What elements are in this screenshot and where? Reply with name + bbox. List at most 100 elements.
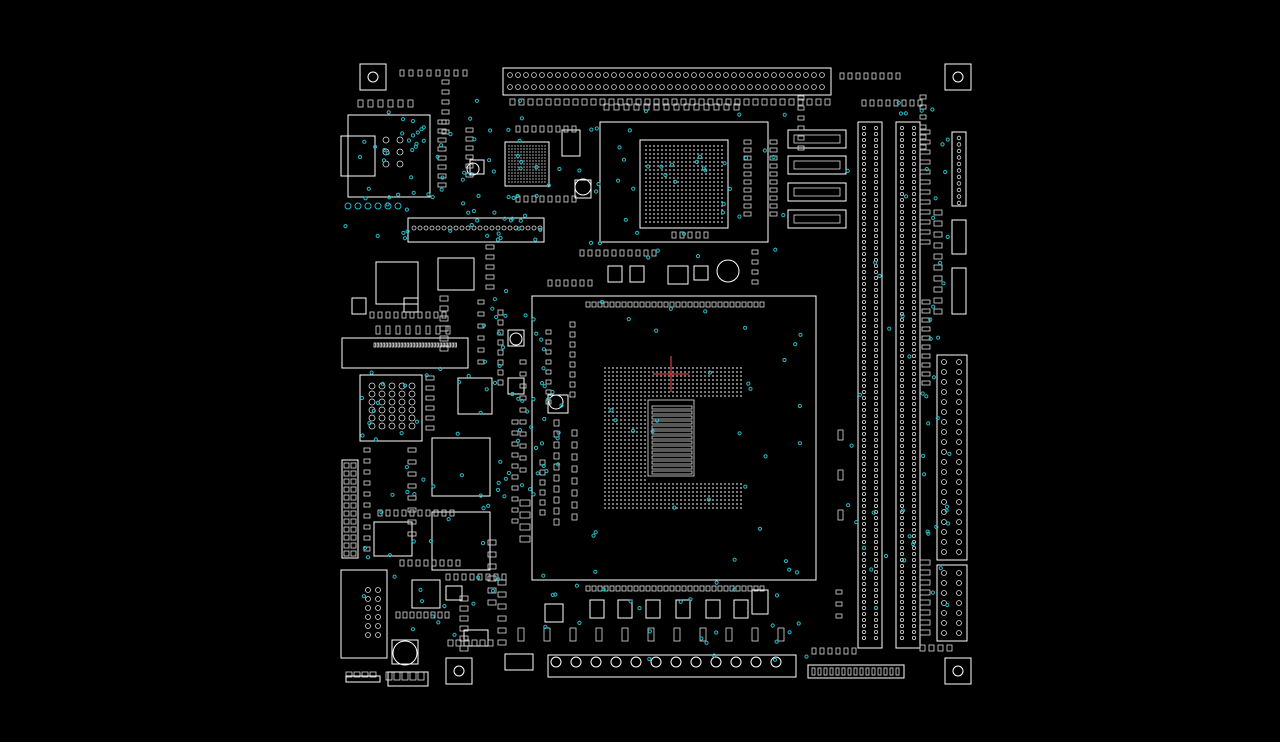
dimm-pin bbox=[862, 239, 867, 244]
socket-pin bbox=[624, 479, 626, 481]
bga-ball bbox=[673, 149, 675, 151]
socket-pin bbox=[604, 451, 606, 453]
bga-ball bbox=[649, 161, 651, 163]
dimm-pin bbox=[874, 185, 879, 190]
bga-ball bbox=[535, 157, 537, 159]
socket-pin bbox=[672, 391, 674, 393]
connector-pin bbox=[823, 667, 828, 676]
header-pin bbox=[627, 72, 633, 78]
ic-footprint bbox=[733, 599, 749, 619]
bga-ball bbox=[532, 145, 534, 147]
connector-pin bbox=[941, 630, 947, 636]
via-hole bbox=[457, 380, 462, 385]
socket-pin bbox=[692, 495, 694, 497]
bottom-expansion-header[interactable] bbox=[517, 627, 905, 679]
dimm-pin bbox=[900, 347, 905, 352]
socket-pin bbox=[632, 407, 634, 409]
socket-pin bbox=[612, 383, 614, 385]
bga-ball bbox=[689, 145, 691, 147]
connector-pin bbox=[877, 667, 882, 676]
socket-pin bbox=[616, 383, 618, 385]
socket-pin bbox=[736, 391, 738, 393]
via-hole bbox=[699, 636, 704, 641]
usb-pin bbox=[388, 382, 396, 390]
socket-pin bbox=[616, 443, 618, 445]
smd-pad bbox=[511, 485, 519, 491]
bga-ball bbox=[544, 181, 546, 183]
connector-pin bbox=[941, 479, 947, 485]
connector-pin bbox=[459, 225, 465, 231]
socket-cap-pad bbox=[651, 415, 693, 420]
via-hole bbox=[533, 237, 538, 242]
socket-pin bbox=[688, 507, 690, 509]
smd-pad bbox=[409, 611, 415, 619]
socket-pin bbox=[676, 379, 678, 381]
smd-pad bbox=[459, 645, 469, 652]
smd-pad bbox=[545, 349, 552, 355]
socket-pin bbox=[688, 491, 690, 493]
bga-ball bbox=[693, 197, 695, 199]
dimm-pin bbox=[862, 461, 867, 466]
chipset-bga[interactable] bbox=[504, 121, 769, 243]
smd-pad bbox=[919, 129, 931, 135]
socket-pin bbox=[616, 403, 618, 405]
socket-pin bbox=[692, 367, 694, 369]
socket-cavity bbox=[647, 399, 695, 477]
dimm-pin bbox=[900, 473, 905, 478]
bga-ball bbox=[649, 217, 651, 219]
smd-pad bbox=[369, 311, 375, 319]
smd-pad bbox=[497, 639, 507, 646]
dimm-pin bbox=[912, 437, 917, 442]
ic-footprint bbox=[751, 589, 769, 615]
socket-pin bbox=[688, 391, 690, 393]
via-hole bbox=[793, 342, 798, 347]
bga-ball bbox=[514, 163, 516, 165]
smd-pad bbox=[402, 611, 408, 619]
socket-pin bbox=[728, 375, 730, 377]
bga-ball bbox=[538, 178, 540, 180]
smd-passive-footprints[interactable] bbox=[345, 69, 953, 687]
smd-pad bbox=[455, 559, 461, 567]
smd-pad bbox=[711, 585, 717, 592]
misc-ic-footprints[interactable] bbox=[351, 129, 847, 671]
via-hole bbox=[935, 416, 940, 421]
bga-ball bbox=[508, 163, 510, 165]
socket-pin bbox=[700, 507, 702, 509]
socket-pin bbox=[712, 483, 714, 485]
via-hole bbox=[596, 182, 601, 187]
dimm-pin bbox=[862, 137, 867, 142]
smd-pad bbox=[363, 458, 371, 464]
header-pin bbox=[770, 656, 782, 668]
socket-pin bbox=[640, 479, 642, 481]
smd-pad bbox=[797, 105, 805, 111]
dimm-pin bbox=[874, 359, 879, 364]
smd-pad bbox=[539, 125, 545, 133]
dimm-slots[interactable] bbox=[857, 121, 968, 649]
bga-ball bbox=[681, 177, 683, 179]
socket-pin bbox=[632, 463, 634, 465]
bga-ball bbox=[713, 213, 715, 215]
via-hole bbox=[541, 366, 546, 371]
via-hole bbox=[782, 112, 787, 117]
dimm-pin bbox=[912, 509, 917, 514]
smd-pad bbox=[539, 479, 546, 486]
dimm-pin bbox=[874, 305, 879, 310]
socket-pin bbox=[664, 499, 666, 501]
bga-ball bbox=[657, 181, 659, 183]
socket-pin bbox=[604, 475, 606, 477]
via-hole bbox=[519, 116, 525, 121]
socket-pin bbox=[624, 435, 626, 437]
via-hole bbox=[743, 325, 748, 330]
socket-pin bbox=[672, 495, 674, 497]
connector-pin bbox=[956, 509, 962, 515]
smd-pad bbox=[501, 573, 507, 581]
rear-io-header[interactable] bbox=[502, 67, 832, 106]
bga-ball bbox=[538, 166, 540, 168]
header-pin bbox=[731, 72, 737, 78]
bga-ball bbox=[681, 181, 683, 183]
left-io-connectors[interactable] bbox=[340, 114, 545, 659]
socket-pin bbox=[636, 379, 638, 381]
cpu-socket[interactable] bbox=[531, 295, 817, 592]
dimm-pin bbox=[912, 624, 917, 629]
